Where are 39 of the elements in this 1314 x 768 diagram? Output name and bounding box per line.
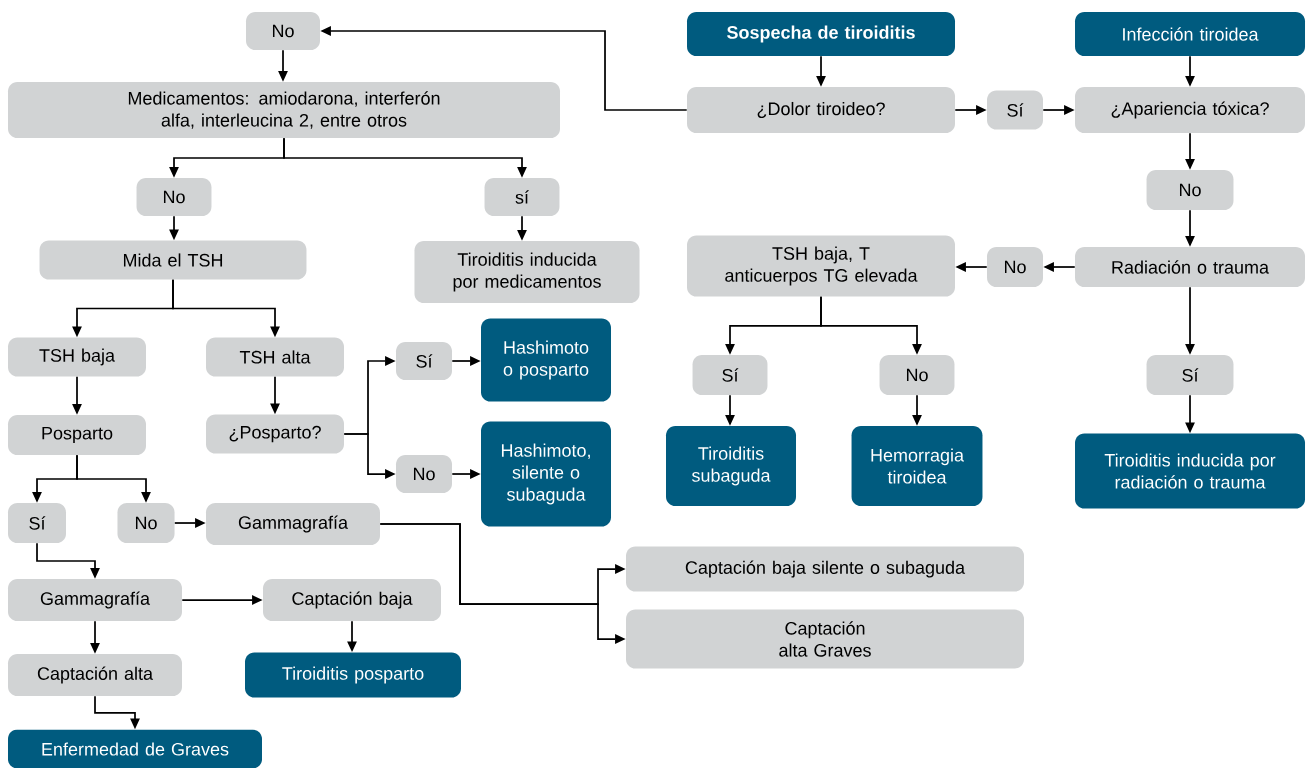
result-box: Hashimoto, silente o subaguda [481,421,611,527]
step-box: No [987,247,1043,287]
result-box: Tiroiditis inducida por radiación o trauma [1075,433,1305,509]
step-box: Radiación o trauma [1075,247,1305,287]
step-box: ¿Apariencia tóxica? [1075,87,1305,133]
step-box: ¿Dolor tiroideo? [687,87,955,133]
start-box: Sospecha de tiroiditis [687,12,955,56]
step-box: Tiroiditis inducida por medicamentos [414,241,640,303]
step-box: TSH baja, T anticuerpos TG elevada [687,235,955,297]
step-box: Gammagrafía [206,503,380,545]
step-box: Captación alta Graves [626,609,1024,669]
result-box: Infección tiroidea [1075,12,1305,56]
step-box: Captación baja silente o subaguda [626,546,1024,592]
step-box: Sí [1146,355,1234,395]
step-box: Gammagrafía [8,579,182,621]
step-box: Captación alta [8,654,182,696]
step-box: TSH alta [206,337,344,377]
step-box: Medicamentos: amiodarona, interferón alfa, interleucina 2, entre otros [8,82,560,138]
step-box: No [117,503,175,543]
step-box: Sí [987,90,1043,130]
step-box: sí [484,178,560,216]
step-box: No [879,355,955,395]
step-box: Sí [8,503,66,543]
step-box: Sí [396,342,452,380]
step-box: No [396,455,452,493]
step-box: Sí [692,355,768,395]
result-box: Hemorragia tiroidea [851,426,983,506]
step-box: No [136,178,212,216]
step-box: Captación baja [263,579,441,621]
step-box: Mida el TSH [39,240,307,280]
result-box: Enfermedad de Graves [8,729,262,768]
step-box: No [1146,170,1234,210]
step-box: TSH baja [8,337,146,377]
result-box: Hashimoto o posparto [481,318,611,402]
step-box: Posparto [8,415,146,455]
step-box: No [246,12,320,50]
result-box: Tiroiditis posparto [245,652,461,698]
step-box: ¿Posparto? [206,414,344,454]
result-box: Tiroiditis subaguda [666,426,796,506]
